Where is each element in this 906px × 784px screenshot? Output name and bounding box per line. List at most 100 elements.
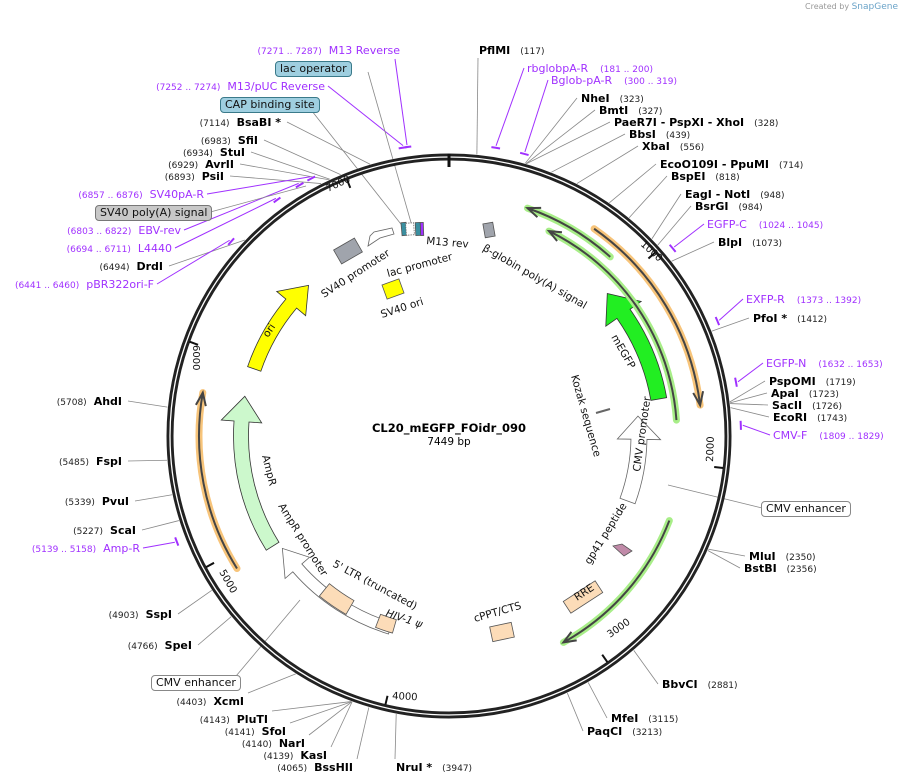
ltr-feature[interactable]	[318, 583, 355, 615]
hiv-psi-feature[interactable]	[375, 613, 397, 634]
sv40-promoter-arrow[interactable]	[367, 227, 395, 247]
enzyme-site-avrii[interactable]: (6929)AvrII	[168, 158, 234, 171]
primer-binding-mark[interactable]	[734, 377, 738, 387]
enzyme-site-mlui[interactable]: MluI(2350)	[749, 550, 816, 563]
kozak-feature[interactable]	[595, 408, 611, 414]
enzyme-site-eagi[interactable]: EagI - NotI(948)	[685, 188, 784, 201]
cmv-enhancer-left-box[interactable]: CMV enhancer	[151, 675, 241, 691]
primer-binding-mark[interactable]	[295, 182, 304, 189]
m13-rev-label[interactable]: M13 rev	[426, 235, 469, 251]
primer-binding-mark[interactable]	[491, 146, 501, 150]
orf-arrow-orange[interactable]	[593, 227, 702, 406]
enzyme-site-sfii[interactable]: (6983)SfiI	[201, 134, 258, 147]
orf-arrow-long[interactable]	[548, 230, 678, 421]
primer-egfp-c[interactable]: EGFP-C(1024 .. 1045)	[707, 218, 823, 231]
kozak-label[interactable]: Kozak sequence	[568, 374, 603, 459]
enzyme-site-sspi[interactable]: (4903)SspI	[109, 608, 172, 621]
enzyme-site-bbvci[interactable]: BbvCI(2881)	[662, 678, 738, 691]
primer-bglob-pa-r[interactable]: Bglob-pA-R(300 .. 319)	[551, 74, 677, 87]
enzyme-site-psii[interactable]: (6893)PsiI	[165, 170, 224, 183]
enzyme-site-drdi[interactable]: (6494)DrdI	[100, 260, 163, 273]
enzyme-site-bmti[interactable]: BmtI(327)	[599, 104, 662, 117]
enzyme-site-bstbi[interactable]: BstBI(2356)	[744, 562, 817, 575]
enzyme-site-scai[interactable]: (5227)ScaI	[73, 524, 136, 537]
enzyme-site-bsshii[interactable]: (4065)BssHII	[277, 761, 353, 774]
enzyme-site-ahdi[interactable]: (5708)AhdI	[57, 395, 122, 408]
enzyme-site-apai[interactable]: ApaI(1723)	[771, 387, 839, 400]
enzyme-site-fspi[interactable]: (5485)FspI	[59, 455, 122, 468]
primer-binding-mark[interactable]	[227, 237, 235, 246]
primer-egfp-n[interactable]: EGFP-N(1632 .. 1653)	[766, 357, 883, 370]
enzyme-site-pluti[interactable]: (4143)PluTI	[200, 713, 268, 726]
enzyme-site-ecori[interactable]: EcoRI(1743)	[773, 411, 847, 424]
lac-promoter-label[interactable]: lac promoter	[386, 251, 455, 280]
enzyme-site-pfoi[interactable]: PfoI *(1412)	[753, 312, 827, 325]
orf-arrow-short[interactable]	[527, 207, 611, 258]
primer-m13-reverse[interactable]: (7271 .. 7287)M13 Reverse	[258, 44, 401, 57]
primer-ebv-rev[interactable]: (6803 .. 6822)EBV-rev	[67, 224, 181, 237]
primer-rbglobpa-r[interactable]: rbglobpA-R(181 .. 200)	[527, 62, 653, 75]
enzyme-site-nhei[interactable]: NheI(323)	[581, 92, 644, 105]
enzyme-site-mfei[interactable]: MfeI(3115)	[611, 712, 678, 725]
enzyme-site-xcmi[interactable]: (4403)XcmI	[177, 695, 245, 708]
orf-arrow-lower[interactable]	[562, 520, 671, 644]
ampr-feature[interactable]	[220, 395, 280, 551]
ampr-label[interactable]: AmpR	[259, 454, 278, 487]
enzyme-site-paer7i[interactable]: PaeR7I - PspXI - XhoI(328)	[614, 116, 778, 129]
enzyme-site-sacii[interactable]: SacII(1726)	[772, 399, 842, 412]
primer-binding-mark[interactable]	[174, 537, 180, 546]
gp41-feature[interactable]	[612, 543, 633, 557]
ori-feature[interactable]	[247, 284, 309, 372]
enzyme-site-pspomi[interactable]: PspOMI(1719)	[769, 375, 856, 388]
enzyme-site-xbai[interactable]: XbaI(556)	[642, 140, 704, 153]
rre-feature[interactable]	[562, 580, 604, 614]
primer-cmv-f[interactable]: CMV-F(1809 .. 1829)	[773, 429, 884, 442]
primer-binding-mark[interactable]	[668, 244, 677, 253]
primer-binding-mark[interactable]	[273, 196, 281, 204]
enzyme-site-nari[interactable]: (4140)NarI	[242, 737, 305, 750]
primer-m13-puc-reverse[interactable]: (7252 .. 7274)M13/pUC Reverse	[156, 80, 325, 93]
beta-globin-feature[interactable]	[482, 221, 496, 239]
megfp-feature[interactable]	[605, 292, 668, 401]
primer-sv40pa-r[interactable]: (6857 .. 6876)SV40pA-R	[78, 188, 204, 201]
cmv-promoter-feature[interactable]	[616, 415, 662, 505]
sv40-ori-feature[interactable]	[381, 278, 405, 300]
sv40-ori-label[interactable]: SV40 ori	[379, 296, 425, 321]
primer-binding-mark[interactable]	[519, 151, 529, 157]
m13-rev-feature[interactable]	[419, 222, 425, 236]
cppt-label[interactable]: cPPT/CTS	[473, 600, 524, 625]
primer-amp-r[interactable]: (5139 .. 5158)Amp-R	[32, 542, 140, 555]
ampr-promoter-feature[interactable]	[281, 547, 393, 635]
enzyme-site-spei[interactable]: (4766)SpeI	[128, 639, 192, 652]
primer-binding-mark[interactable]	[714, 316, 721, 326]
cmv-enhancer-right-box[interactable]: CMV enhancer	[761, 501, 851, 517]
lac-promoter-feature[interactable]	[405, 222, 415, 236]
gp41-label[interactable]: gp41 peptide	[582, 501, 629, 567]
primer-pbr322ori-f[interactable]: (6441 .. 6460)pBR322ori-F	[15, 278, 154, 291]
enzyme-site-bsrgi[interactable]: BsrGI(984)	[695, 200, 763, 213]
cap-binding-site-box[interactable]: CAP binding site	[220, 97, 320, 113]
primer-binding-mark[interactable]	[306, 175, 316, 182]
enzyme-site-blpi[interactable]: BlpI(1073)	[718, 236, 782, 249]
beta-globin-label[interactable]: β-globin poly(A) signal	[481, 242, 589, 311]
enzyme-site-bspei[interactable]: BspEI(818)	[671, 170, 740, 183]
orf-arrow-left[interactable]	[198, 392, 238, 570]
primer-binding-mark[interactable]	[398, 145, 409, 150]
primer-exfp-r[interactable]: EXFP-R(1373 .. 1392)	[746, 293, 861, 306]
lac-operator-box[interactable]: lac operator	[275, 61, 352, 77]
enzyme-site-nrui[interactable]: NruI *(3947)	[396, 761, 472, 774]
enzyme-site-bbsi[interactable]: BbsI(439)	[629, 128, 690, 141]
sv40-polya-box[interactable]: SV40 poly(A) signal	[95, 205, 213, 221]
enzyme-site-sfoi[interactable]: (4141)SfoI	[225, 725, 286, 738]
enzyme-site-pflmi[interactable]: PflMI(117)	[479, 44, 544, 57]
sv40-promoter-box[interactable]	[333, 237, 363, 265]
cppt-feature[interactable]	[489, 621, 515, 643]
enzyme-site-ecoo109i[interactable]: EcoO109I - PpuMI(714)	[660, 158, 803, 171]
enzyme-name: PaeR7I - PspXI - XhoI	[614, 116, 744, 129]
enzyme-site-paqci[interactable]: PaqCI(3213)	[587, 725, 662, 738]
enzyme-site-bsabi[interactable]: (7114)BsaBI *	[200, 116, 282, 129]
primer-l4440[interactable]: (6694 .. 6711)L4440	[67, 242, 172, 255]
enzyme-site-stui[interactable]: (6934)StuI	[183, 146, 245, 159]
enzyme-site-pvui[interactable]: (5339)PvuI	[65, 495, 129, 508]
enzyme-site-kasi[interactable]: (4139)KasI	[263, 749, 327, 762]
